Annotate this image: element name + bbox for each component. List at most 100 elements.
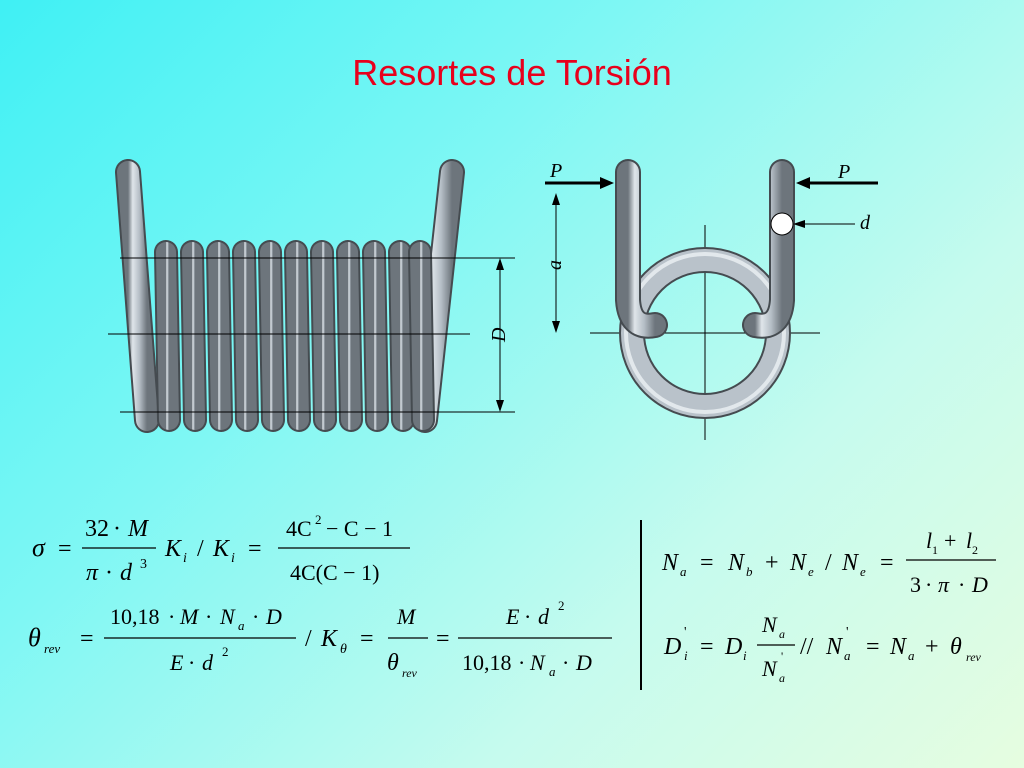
svg-text:θ: θ bbox=[28, 623, 41, 652]
svg-text:=: = bbox=[700, 634, 714, 660]
svg-text:e: e bbox=[808, 564, 814, 579]
svg-text:b: b bbox=[746, 564, 753, 579]
svg-text:10,18: 10,18 bbox=[110, 604, 160, 629]
svg-text:i: i bbox=[743, 648, 747, 663]
svg-text:M: M bbox=[179, 604, 200, 629]
svg-text:D: D bbox=[663, 634, 681, 660]
svg-text:e: e bbox=[860, 564, 866, 579]
svg-text:·: · bbox=[252, 604, 259, 629]
svg-text:+: + bbox=[925, 634, 939, 660]
spring-coils bbox=[154, 240, 435, 432]
svg-text:4C: 4C bbox=[286, 516, 312, 541]
svg-text:N: N bbox=[889, 634, 908, 660]
spring-coil-highlight bbox=[364, 242, 387, 430]
svg-text:i: i bbox=[684, 648, 688, 663]
svg-text:σ: σ bbox=[32, 533, 46, 562]
svg-text:3: 3 bbox=[140, 557, 147, 572]
svg-text:a: a bbox=[908, 648, 915, 663]
force-P-left-label: P bbox=[549, 160, 562, 182]
svg-text:=: = bbox=[866, 634, 880, 660]
svg-text:D: D bbox=[971, 572, 988, 597]
svg-text:2: 2 bbox=[315, 512, 322, 527]
svg-text:1: 1 bbox=[932, 543, 938, 557]
svg-text:a: a bbox=[549, 664, 556, 679]
svg-text:2: 2 bbox=[972, 543, 978, 557]
svg-text:/: / bbox=[305, 626, 312, 652]
svg-text:i: i bbox=[231, 551, 235, 566]
svg-text:rev: rev bbox=[402, 666, 418, 680]
svg-text:a: a bbox=[779, 671, 785, 685]
force-P-right-label: P bbox=[837, 161, 850, 183]
svg-text:': ' bbox=[684, 625, 687, 640]
svg-text:π: π bbox=[938, 572, 950, 597]
svg-text:θ: θ bbox=[950, 634, 962, 660]
equation-Na: N a = N b + N e / N e = l 1 + l 2 3 · π … bbox=[661, 528, 996, 597]
svg-text:·: · bbox=[113, 516, 121, 542]
svg-text:=: = bbox=[58, 536, 72, 562]
svg-text:=: = bbox=[880, 550, 894, 576]
equation-theta-rev: θ rev = 10,18 · M · N a · D E · d 2 / K … bbox=[28, 598, 612, 680]
dimension-D-label: D bbox=[488, 327, 510, 343]
svg-text:10,18: 10,18 bbox=[462, 650, 512, 675]
svg-text:K: K bbox=[212, 536, 231, 562]
spring-side-view: D bbox=[108, 159, 515, 433]
page-title: Resortes de Torsión bbox=[352, 52, 672, 93]
svg-text:=: = bbox=[436, 626, 450, 652]
spring-coil-highlight bbox=[410, 242, 433, 430]
svg-text:/: / bbox=[197, 536, 204, 562]
svg-text:D: D bbox=[265, 604, 282, 629]
svg-text:·: · bbox=[925, 572, 932, 597]
svg-text:·: · bbox=[524, 604, 531, 629]
svg-text:i: i bbox=[183, 551, 187, 566]
spring-coil-highlight bbox=[286, 242, 309, 430]
svg-text:N: N bbox=[841, 550, 860, 576]
svg-text:d: d bbox=[538, 604, 550, 629]
spring-coil-highlight bbox=[234, 242, 257, 430]
svg-text:M: M bbox=[396, 604, 417, 629]
svg-text:2: 2 bbox=[222, 644, 229, 659]
svg-text:N: N bbox=[789, 550, 808, 576]
svg-text:rev: rev bbox=[966, 650, 982, 664]
svg-text:·: · bbox=[518, 650, 525, 675]
svg-text:': ' bbox=[846, 625, 849, 640]
svg-text:D: D bbox=[575, 650, 592, 675]
svg-text:·: · bbox=[168, 604, 175, 629]
svg-text:d: d bbox=[202, 650, 214, 675]
spring-front-view: P P d a bbox=[544, 159, 878, 440]
svg-text:+: + bbox=[765, 550, 779, 576]
svg-text:32: 32 bbox=[85, 516, 109, 542]
svg-text:a: a bbox=[238, 618, 245, 633]
svg-text:K: K bbox=[164, 536, 183, 562]
spring-coil-highlight bbox=[312, 242, 335, 430]
svg-text:N: N bbox=[661, 550, 680, 576]
svg-text:=: = bbox=[700, 550, 714, 576]
svg-text:a: a bbox=[680, 564, 687, 579]
svg-text:=: = bbox=[80, 626, 94, 652]
svg-text:M: M bbox=[127, 516, 150, 542]
svg-text:N: N bbox=[529, 650, 546, 675]
svg-text:·: · bbox=[188, 650, 195, 675]
svg-text:4C(C − 1): 4C(C − 1) bbox=[290, 560, 379, 585]
spring-coil-highlight bbox=[208, 242, 231, 430]
spring-coil-highlight bbox=[338, 242, 361, 430]
spring-coil-highlight bbox=[182, 242, 205, 430]
svg-text:': ' bbox=[781, 649, 783, 663]
svg-text:2: 2 bbox=[558, 598, 565, 613]
svg-text:l: l bbox=[926, 528, 932, 553]
svg-text:=: = bbox=[248, 536, 262, 562]
svg-text:E: E bbox=[169, 650, 184, 675]
svg-text:K: K bbox=[320, 626, 339, 652]
svg-text:π: π bbox=[86, 560, 99, 586]
svg-text:θ: θ bbox=[387, 650, 399, 676]
svg-text:=: = bbox=[360, 626, 374, 652]
svg-text:·: · bbox=[562, 650, 569, 675]
spring-coil-highlight bbox=[260, 242, 283, 430]
svg-text:E: E bbox=[505, 604, 520, 629]
dimension-a-label: a bbox=[544, 260, 566, 270]
svg-text:l: l bbox=[966, 528, 972, 553]
svg-text:N: N bbox=[761, 656, 778, 681]
svg-text:D: D bbox=[724, 634, 742, 660]
svg-text:d: d bbox=[120, 560, 133, 586]
svg-text:− C − 1: − C − 1 bbox=[326, 516, 393, 541]
